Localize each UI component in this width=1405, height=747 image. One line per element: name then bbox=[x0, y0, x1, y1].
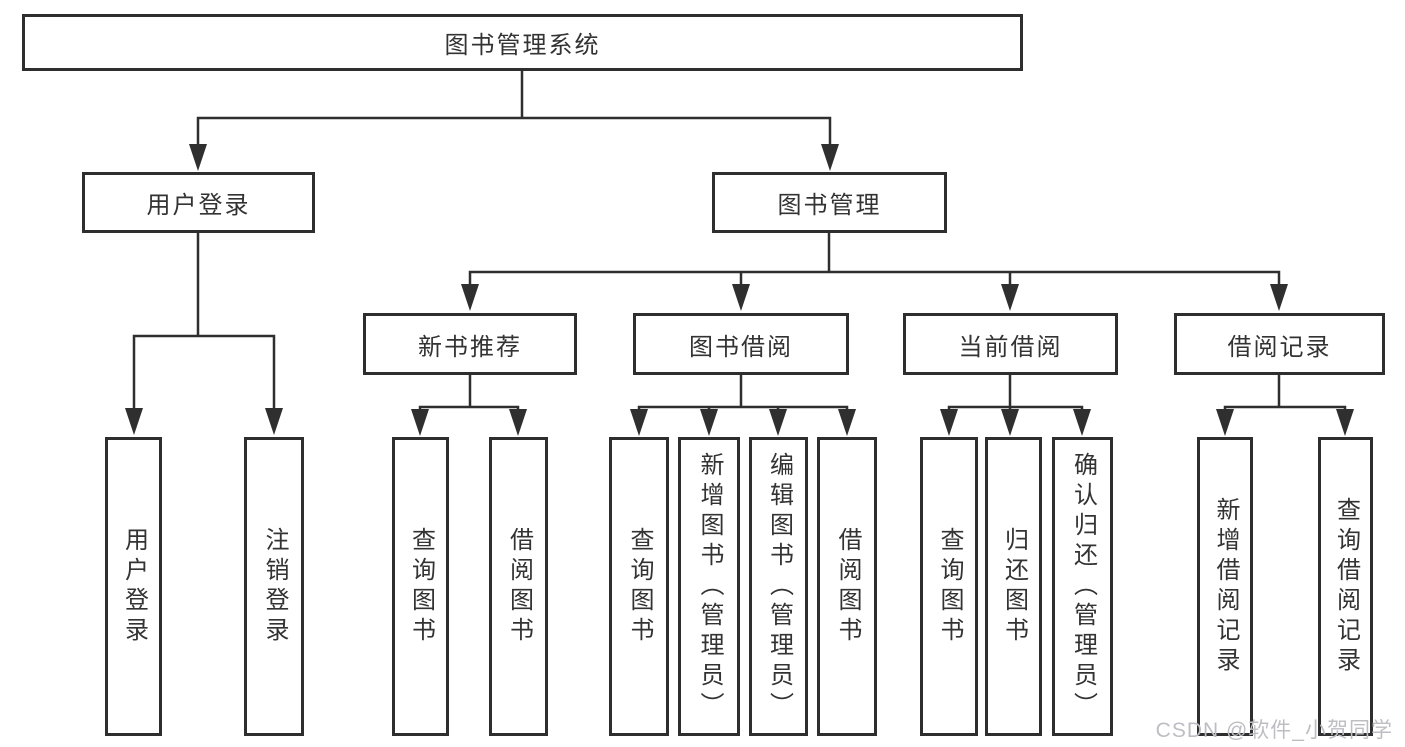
node-label: 图书管理系统 bbox=[444, 32, 601, 59]
node-borrowing-records: 借阅记录 bbox=[1174, 313, 1385, 375]
leaf-label: 查询图书 bbox=[626, 526, 653, 647]
connector-mgmt-split bbox=[468, 233, 1281, 290]
leaf-query-books-2: 查询图书 bbox=[609, 437, 669, 736]
leaf-user-login: 用户登录 bbox=[105, 437, 162, 736]
leaf-label: 查询借阅记录 bbox=[1332, 496, 1360, 677]
leaf-label: 查询图书 bbox=[407, 526, 435, 647]
leaf-label: 新增图书（管理员） bbox=[696, 451, 723, 722]
leaf-label: 借阅图书 bbox=[505, 526, 533, 647]
leaf-add-borrow-record: 新增借阅记录 bbox=[1197, 437, 1253, 736]
node-user-login: 用户登录 bbox=[82, 172, 315, 233]
node-book-management: 图书管理 bbox=[712, 172, 947, 233]
node-current-borrowing: 当前借阅 bbox=[903, 313, 1118, 375]
leaf-label: 归还图书 bbox=[1000, 526, 1028, 647]
leaf-label: 借阅图书 bbox=[834, 526, 861, 647]
connector-borrow-split bbox=[637, 375, 849, 420]
leaf-add-books-admin: 新增图书（管理员） bbox=[678, 437, 740, 736]
node-label: 新书推荐 bbox=[418, 333, 522, 361]
node-label: 图书管理 bbox=[777, 192, 882, 219]
leaf-return-books: 归还图书 bbox=[985, 437, 1042, 736]
node-label: 当前借阅 bbox=[958, 333, 1063, 361]
leaf-edit-books-admin: 编辑图书（管理员） bbox=[749, 437, 808, 736]
arrowheads bbox=[125, 144, 1354, 436]
node-library-management-system: 图书管理系统 bbox=[22, 14, 1023, 71]
node-new-book-recommendation: 新书推荐 bbox=[363, 313, 577, 375]
leaf-confirm-return-admin: 确认归还（管理员） bbox=[1052, 437, 1113, 736]
node-book-borrowing: 图书借阅 bbox=[633, 313, 849, 375]
leaf-query-books-1: 查询图书 bbox=[392, 437, 449, 736]
connector-user-split bbox=[132, 233, 276, 418]
connector-root-split bbox=[196, 71, 832, 150]
leaf-label: 用户登录 bbox=[120, 526, 148, 647]
leaf-borrow-books-1: 借阅图书 bbox=[489, 437, 548, 736]
leaf-borrow-books-2: 借阅图书 bbox=[817, 437, 877, 736]
node-label: 图书借阅 bbox=[689, 333, 793, 361]
node-label: 借阅记录 bbox=[1227, 333, 1332, 361]
leaf-query-borrow-record: 查询借阅记录 bbox=[1318, 437, 1373, 736]
leaf-logout-login: 注销登录 bbox=[244, 437, 304, 736]
node-label: 用户登录 bbox=[146, 192, 251, 219]
leaf-label: 新增借阅记录 bbox=[1212, 496, 1239, 677]
leaf-query-books-3: 查询图书 bbox=[920, 437, 978, 736]
connector-newrec-split bbox=[418, 375, 520, 420]
leaf-label: 编辑图书（管理员） bbox=[765, 451, 793, 722]
csdn-watermark: CSDN @软件_小贺同学 bbox=[1155, 719, 1393, 742]
leaf-label: 确认归还（管理员） bbox=[1069, 451, 1097, 722]
leaf-label: 查询图书 bbox=[936, 526, 963, 647]
connector-record-split bbox=[1223, 375, 1347, 420]
leaf-label: 注销登录 bbox=[261, 526, 288, 647]
